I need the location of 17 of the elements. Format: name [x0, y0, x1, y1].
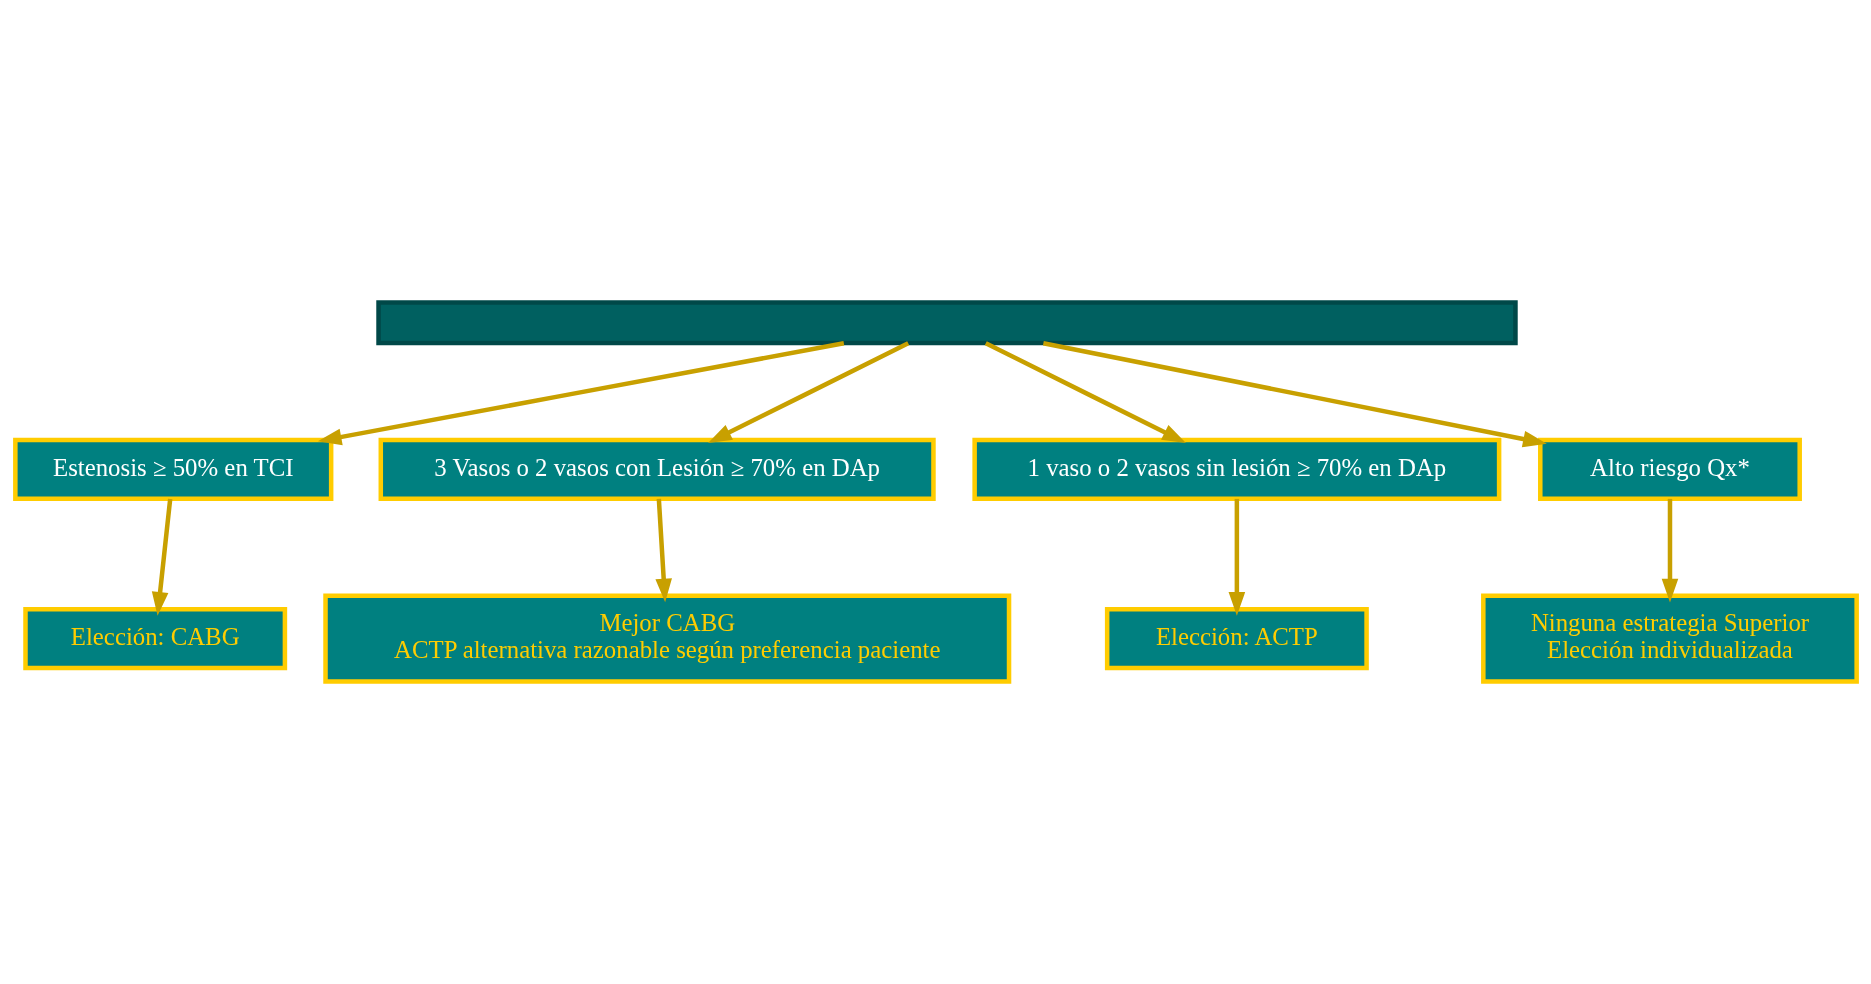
node-box: Alto riesgo Qx*: [1537, 437, 1802, 502]
arrow: [984, 341, 1186, 443]
arrow: [654, 498, 672, 603]
arrow: [1042, 340, 1547, 448]
node-box: 3 Vasos o 2 vasos con Lesión ≥ 70% en DAp: [378, 437, 936, 502]
arrow: [707, 341, 909, 443]
node-box: [375, 300, 1518, 346]
arrow: [317, 340, 844, 446]
node-box: Mejor CABG ACTP alternativa razonable según preferencia paciente: [322, 593, 1011, 684]
node-box: Elección: CABG: [22, 607, 287, 671]
node-box: Elección: ACTP: [1104, 607, 1369, 671]
arrow: [1228, 498, 1245, 616]
node-box: 1 vaso o 2 vasos sin lesión ≥ 70% en DAp: [971, 437, 1501, 502]
arrow: [151, 498, 172, 616]
node-box: Estenosis ≥ 50% en TCI: [12, 437, 333, 502]
arrow: [1661, 498, 1678, 603]
node-box: Ninguna estrategia Superior Elección individualizada: [1480, 593, 1859, 684]
